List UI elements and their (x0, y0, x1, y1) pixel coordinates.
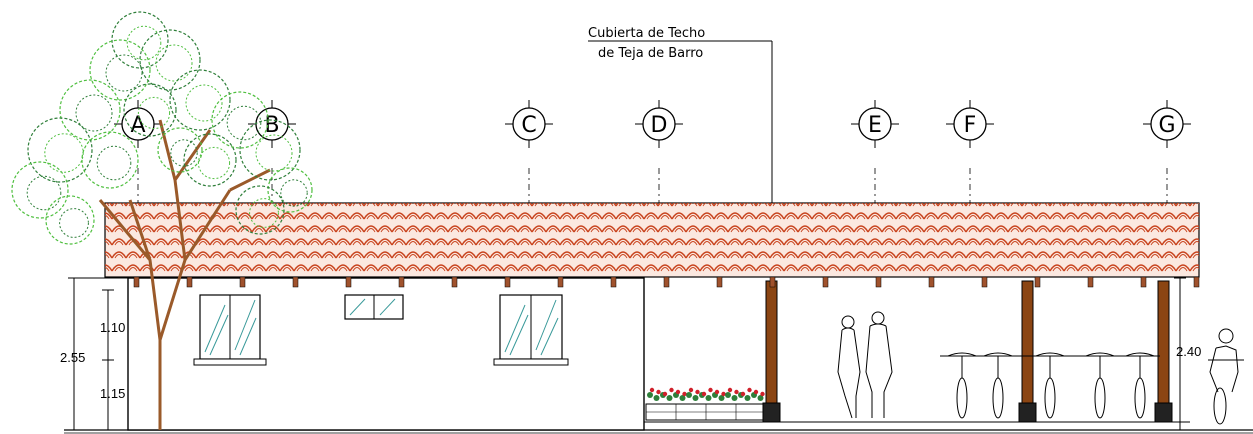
axis-marker-g: G (1143, 100, 1191, 203)
axis-label-c: C (521, 113, 536, 138)
axis-marker-a: A (114, 100, 162, 203)
axis-label-b: B (264, 113, 279, 138)
window-small (344, 294, 404, 320)
cyclist (1208, 328, 1244, 425)
axis-marker-e: E (851, 100, 899, 203)
axis-label-d: D (651, 113, 668, 138)
wooden-post-1 (762, 280, 781, 423)
roof-note-line1: Cubierta de Techo (588, 26, 705, 41)
dimension-lines (68, 277, 1186, 431)
dim-total-height: 2.55 (60, 350, 85, 365)
dim-lower-part: 1.15 (100, 386, 125, 401)
wooden-post-3 (1154, 280, 1173, 423)
axis-label-g: G (1158, 113, 1175, 138)
grid-axes: A B C D E F G (114, 100, 1191, 203)
pedestrian-man (865, 311, 893, 418)
window-left (193, 294, 267, 366)
clay-tile-roof (104, 202, 1200, 288)
axis-marker-c: C (505, 100, 553, 203)
window-right (493, 294, 569, 366)
axis-marker-d: D (635, 100, 683, 203)
axis-marker-f: F (946, 100, 994, 203)
flower-planter (645, 387, 765, 421)
roof-note-line2: de Teja de Barro (598, 46, 703, 61)
dim-right-height: 2.40 (1176, 344, 1201, 359)
wooden-post-2 (1018, 280, 1037, 423)
axis-label-a: A (130, 113, 145, 138)
axis-marker-b: B (248, 100, 296, 203)
roof-note: Cubierta de Techo de Teja de Barro (588, 26, 773, 203)
axis-label-e: E (868, 113, 882, 138)
dim-upper-part: 1.10 (100, 320, 125, 335)
bicycle-rack (940, 352, 1160, 419)
tree (11, 11, 313, 430)
axis-label-f: F (964, 113, 977, 138)
pedestrian-woman (837, 315, 861, 419)
